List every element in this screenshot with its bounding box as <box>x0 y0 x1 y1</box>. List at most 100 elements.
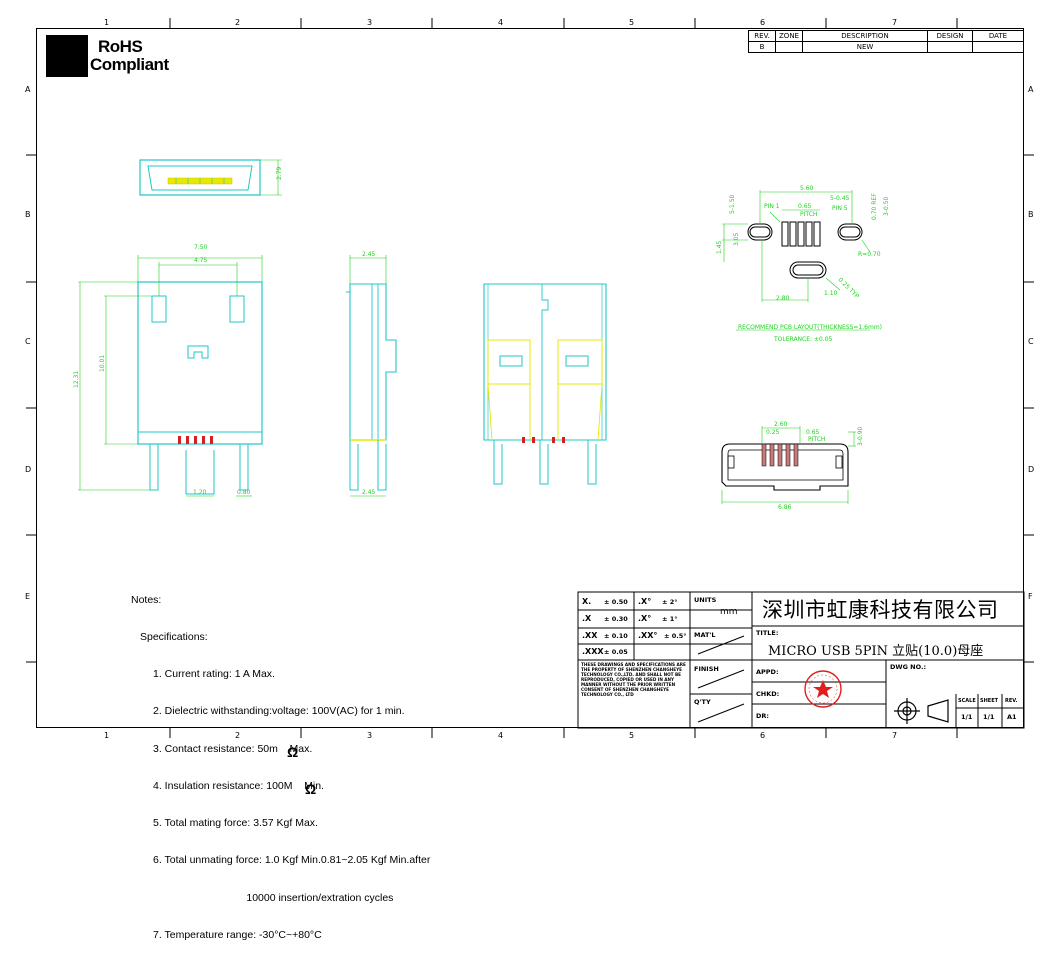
zone-col-4-b: 4 <box>498 731 504 740</box>
dim-front-inner-width: 4.75 <box>194 257 208 264</box>
drawn-label: DR: <box>756 712 769 720</box>
rohs-logo: RoHS Compliant <box>46 35 169 77</box>
pcb-layout-title: RECOMMEND PCB LAYOUT(THICKNESS=1.6mm) <box>738 324 882 331</box>
tol-cell: .XX° <box>638 631 658 640</box>
note-item: 6. Total unmating force: 1.0 Kgf Min.0.8… <box>153 854 431 867</box>
dim-pcb-pitch-val: 0.65 <box>798 203 812 210</box>
zone-col-1-b: 1 <box>104 731 110 740</box>
zone-col-5: 5 <box>629 18 635 27</box>
zone-col-2-b: 2 <box>235 731 241 740</box>
note-item: 4. Insulation resistance: 100M Min.Ω <box>131 779 430 797</box>
dim-pcb-pin-w: 5-0.45 <box>830 195 850 202</box>
top-view: 2.79 <box>139 159 283 196</box>
rev-row-date <box>972 41 1024 53</box>
zone-col-7-b: 7 <box>892 731 898 740</box>
dim-side-top: 2.45 <box>362 251 376 258</box>
zone-row-d: D <box>25 465 32 474</box>
note-item: 7. Temperature range: -30°C~+80°C <box>153 928 322 941</box>
dwg-no-label: DWG NO.: <box>890 663 927 671</box>
units-value: mm <box>720 607 738 617</box>
scale-value: 1/1 <box>961 713 973 721</box>
dim-bottom-h: 3-0.90 <box>857 426 864 446</box>
zone-row-c-r: C <box>1028 337 1034 346</box>
sheet-value: 1/1 <box>983 713 995 721</box>
rohs-line2: Compliant <box>90 55 169 74</box>
zone-col-2: 2 <box>235 18 241 27</box>
dim-pcb-typ: 0.25 TYP <box>837 276 861 300</box>
approved-label: APPD: <box>756 668 779 676</box>
tol-cell: .X° <box>638 614 652 623</box>
checked-label: CHKD: <box>756 690 780 698</box>
dim-pcb-pitch: PITCH <box>800 211 817 218</box>
zone-row-a: A <box>25 85 31 94</box>
tol-cell: ± 0.05 <box>604 648 628 656</box>
dim-front-height-inner: 10.01 <box>99 355 106 372</box>
tol-cell: .XXX <box>582 647 604 656</box>
note-item: 5. Total mating force: 3.57 Kgf Max. <box>153 817 318 830</box>
dim-pcb-h-small: 1.45 <box>716 240 723 254</box>
note-item-text: 4. Insulation resistance: 100M Min. <box>153 779 324 792</box>
dim-pcb-r: R=0.70 <box>858 251 881 258</box>
dim-pcb-bottom-small: 1.10 <box>824 290 838 297</box>
tol-cell: .X <box>582 614 592 623</box>
zone-col-5-b: 5 <box>629 731 635 740</box>
drawing-title: MICRO USB 5PIN 立贴(10.0)母座 <box>768 644 984 659</box>
tol-cell: .X° <box>638 597 652 606</box>
dim-bottom-a: 0.25 <box>766 429 780 436</box>
notes-heading: Notes: <box>131 593 162 606</box>
approval-stamp-icon <box>804 670 842 708</box>
zone-col-4: 4 <box>498 18 504 27</box>
tol-cell: .XX <box>582 631 598 640</box>
rohs-line1: RoHS <box>98 37 143 56</box>
zone-col-6: 6 <box>760 18 766 27</box>
rear-view <box>483 283 607 485</box>
dim-bottom-pitch: PITCH <box>808 436 825 443</box>
bottom-view: 2.60 0.25 0.65 PITCH 3-0.90 6.86 <box>721 421 864 511</box>
tol-cell: ± 0.5° <box>664 632 687 640</box>
zone-row-c: C <box>25 337 31 346</box>
dim-front-height-outer: 12.31 <box>73 371 80 388</box>
tol-cell: X. <box>582 597 592 606</box>
dim-pcb-slot-left: 5-1.50 <box>729 194 736 214</box>
notes-block: Notes: Specifications: 1. Current rating… <box>131 569 430 954</box>
rohs-logo-mark <box>46 35 88 77</box>
dim-front-bottom-right: 0.80 <box>237 489 251 496</box>
zone-row-b-r: B <box>1028 210 1034 219</box>
tol-cell: ± 0.10 <box>604 632 628 640</box>
finish-label: FINISH <box>694 665 719 673</box>
rohs-logo-text: RoHS Compliant <box>90 38 169 74</box>
material-label: MAT'L <box>694 631 716 639</box>
tol-cell: ± 0.30 <box>604 615 628 623</box>
note-item: 1. Current rating: 1 A Max. <box>153 668 275 681</box>
zone-row-e: E <box>25 592 31 601</box>
note-item: 2. Dielectric withstanding:voltage: 100V… <box>153 705 405 718</box>
zone-row-d-r: D <box>1028 465 1035 474</box>
dim-front-bottom-left: 1.20 <box>193 489 207 496</box>
dim-pcb-pin5: PIN 5 <box>832 205 848 212</box>
note-item: 10000 insertion/extration cycles <box>153 891 394 904</box>
zone-col-6-b: 6 <box>760 731 766 740</box>
note-item: 3. Contact resistance: 50m Max.Ω <box>131 742 430 759</box>
pcb-layout-view: 5.60 5-0.45 0.65 PITCH PIN 5 PIN 1 5-1.5… <box>716 185 890 343</box>
zone-row-f-r: F <box>1028 592 1033 601</box>
dim-pcb-ref: 0.70 REF <box>871 193 878 220</box>
ohm-symbol: Ω <box>305 780 317 797</box>
note-item-text: 3. Contact resistance: 50m Max. <box>153 742 313 755</box>
tol-cell: ± 1° <box>662 615 678 623</box>
rev-value: A1 <box>1007 713 1017 721</box>
drawing-frame <box>36 28 1024 728</box>
proprietary-notice: THESE DRAWINGS AND SPECIFICATIONS ARE TH… <box>581 662 686 697</box>
company-name: 深圳市虹康科技有限公司 <box>762 598 999 622</box>
tol-cell: ± 2° <box>662 598 678 606</box>
title-block-grid <box>577 591 1025 729</box>
dim-pcb-bottom-w: 2.80 <box>776 295 790 302</box>
zone-row-b: B <box>25 210 31 219</box>
tol-cell: ± 0.50 <box>604 598 628 606</box>
dim-front-width: 7.50 <box>194 244 208 251</box>
frame-ticks <box>26 18 1034 738</box>
revision-table: REV. ZONE DESCRIPTION DESIGN DATE B NEW <box>748 30 1024 53</box>
dim-bottom-b: 0.65 <box>806 429 820 436</box>
dim-side-bottom: 2.45 <box>362 489 376 496</box>
projection-symbol-icon <box>894 698 949 724</box>
dim-pcb-h-left: 3.05 <box>733 232 740 246</box>
